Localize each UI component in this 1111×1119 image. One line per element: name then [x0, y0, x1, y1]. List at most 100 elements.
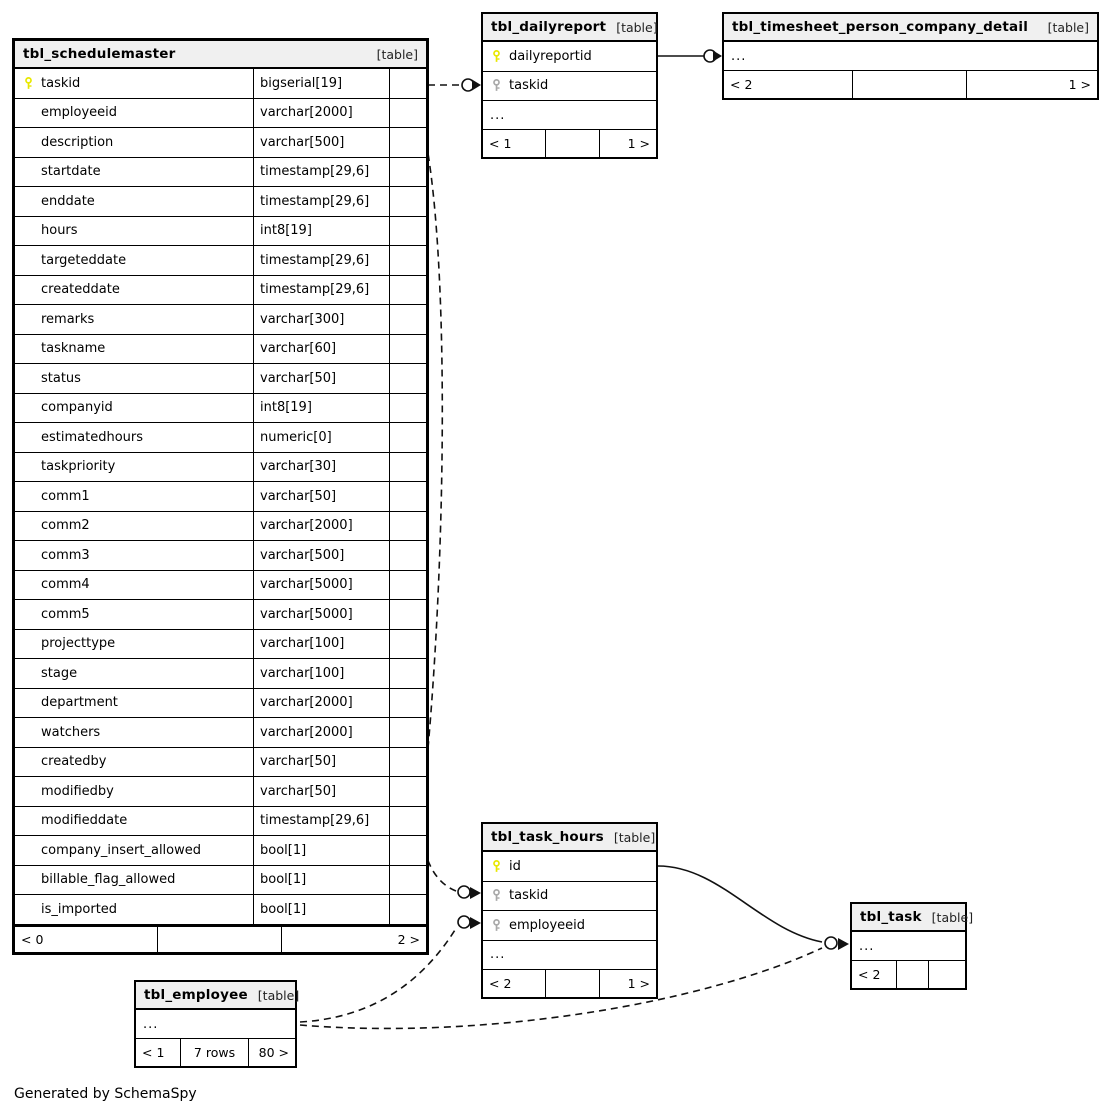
column-type: varchar[2000]: [253, 718, 389, 747]
table-header: tbl_task [table]: [852, 904, 973, 932]
column-label: modifiedby: [41, 783, 114, 799]
column-label: stage: [41, 665, 78, 681]
column-type: varchar[50]: [253, 777, 389, 806]
column-name: projecttype: [15, 630, 253, 659]
column-label: taskid: [509, 888, 549, 904]
table-row[interactable]: dailyreportid: [483, 42, 656, 72]
table-row[interactable]: id: [483, 852, 656, 882]
column-name: status: [15, 364, 253, 393]
table-tbl-task[interactable]: tbl_task [table] ... < 2: [850, 902, 973, 990]
table-tbl-employee[interactable]: tbl_employee [table] ... < 1 7 rows 80 >: [134, 980, 299, 1068]
column-spacer: [389, 157, 426, 186]
column-spacer: [389, 364, 426, 393]
footer-rows: [896, 961, 929, 988]
column-name: comm2: [15, 512, 253, 541]
column-type: timestamp[29,6]: [253, 275, 389, 304]
column-spacer: [389, 895, 426, 924]
footer-rows: 7 rows: [180, 1039, 249, 1066]
column-label: department: [41, 695, 118, 711]
column-label: comm2: [41, 518, 90, 534]
footer-rows: [545, 130, 600, 157]
footer-rows: [545, 969, 600, 997]
column-spacer: [389, 98, 426, 127]
column-type: varchar[100]: [253, 629, 389, 658]
column-spacer: [389, 423, 426, 452]
column-name: taskid: [15, 69, 253, 98]
more-columns-indicator: ...: [483, 941, 656, 970]
table-title: tbl_task_hours: [491, 829, 604, 845]
column-label: comm4: [41, 577, 90, 593]
column-label: dailyreportid: [509, 48, 592, 64]
column-type: varchar[30]: [253, 452, 389, 481]
column-type: timestamp[29,6]: [253, 187, 389, 216]
table-row[interactable]: modifiedby varchar[50]: [15, 777, 426, 807]
column-name: department: [15, 689, 253, 718]
column-spacer: [389, 659, 426, 688]
table-row[interactable]: projecttype varchar[100]: [15, 629, 426, 659]
column-name: modifiedby: [15, 777, 253, 806]
column-label: taskpriority: [41, 459, 116, 475]
edge-taskhours-task: [657, 865, 849, 950]
table-tbl-timesheet-person-company-detail[interactable]: tbl_timesheet_person_company_detail [tab…: [722, 12, 1099, 100]
key-slot: [490, 79, 503, 92]
table-row[interactable]: taskpriority varchar[30]: [15, 452, 426, 482]
table-row[interactable]: taskid: [483, 882, 656, 911]
table-footer: < 1 1 >: [483, 130, 656, 157]
column-name: taskpriority: [15, 453, 253, 482]
column-label: status: [41, 370, 81, 386]
generator-credit: Generated by SchemaSpy: [14, 1086, 197, 1102]
column-name: description: [15, 128, 253, 157]
table-type-tag: [table]: [376, 46, 418, 62]
column-label: taskid: [41, 75, 81, 91]
column-name: stage: [15, 659, 253, 688]
column-type: varchar[50]: [253, 747, 389, 776]
foreign-key-icon: [493, 889, 500, 902]
table-row[interactable]: employeeid: [483, 911, 656, 941]
column-spacer: [389, 393, 426, 422]
table-title: tbl_dailyreport: [491, 19, 607, 35]
column-label: startdate: [41, 164, 101, 180]
table-row[interactable]: taskid: [483, 72, 656, 101]
more-columns-indicator: ...: [136, 1010, 295, 1039]
column-label: estimatedhours: [41, 429, 144, 445]
key-slot: [490, 889, 503, 902]
column-name: employeeid: [483, 911, 656, 940]
column-type: timestamp[29,6]: [253, 246, 389, 275]
column-spacer: [389, 806, 426, 835]
column-label: projecttype: [41, 636, 116, 652]
footer-parents: < 2: [730, 77, 753, 92]
column-spacer: [389, 777, 426, 806]
column-type: varchar[500]: [253, 541, 389, 570]
table-footer: < 2: [852, 961, 965, 988]
